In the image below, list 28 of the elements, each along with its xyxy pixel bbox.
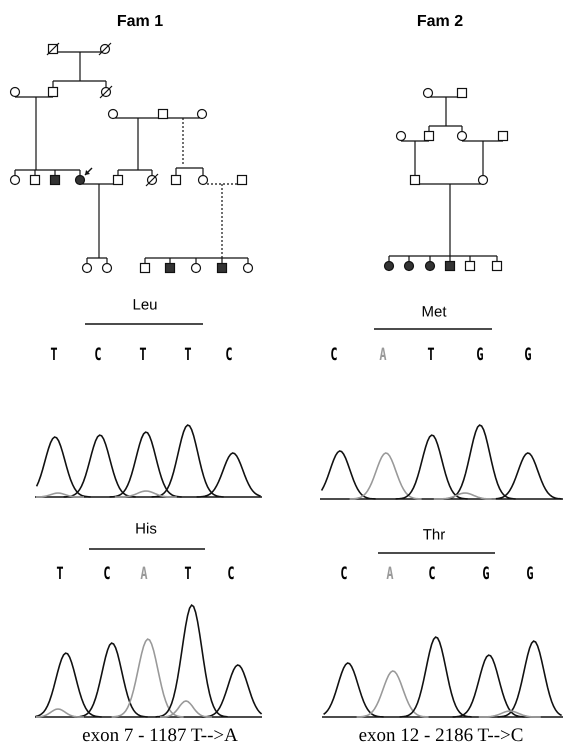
base-call: T: [139, 345, 147, 365]
base-call: T: [56, 564, 64, 584]
amino-acid-label: Thr: [422, 526, 446, 544]
amino-acid-label: Met: [422, 304, 446, 320]
base-call: C: [428, 564, 436, 584]
base-call: C: [340, 564, 348, 584]
base-call: G: [526, 564, 534, 584]
amino-acid-label: Leu: [132, 296, 158, 314]
family-heading: Fam 1: [116, 13, 164, 31]
amino-acid-label: His: [135, 520, 157, 538]
base-call: T: [427, 345, 435, 365]
mutation-caption: exon 12 - 2186 T-->C: [358, 725, 524, 747]
base-call: A: [386, 564, 394, 584]
base-call: C: [330, 345, 338, 365]
mutation-caption: exon 7 - 1187 T-->A: [82, 725, 238, 747]
base-call: C: [94, 345, 102, 365]
base-call: T: [50, 345, 58, 365]
base-call: T: [184, 564, 192, 584]
base-call: G: [482, 564, 490, 584]
family-heading: Fam 2: [416, 13, 464, 31]
base-call: C: [225, 345, 233, 365]
base-call: A: [140, 564, 148, 584]
base-call: C: [227, 564, 235, 584]
base-call: C: [103, 564, 111, 584]
base-call: G: [524, 345, 532, 365]
base-call: T: [184, 345, 192, 365]
base-call: G: [476, 345, 484, 365]
base-call: A: [379, 345, 387, 365]
